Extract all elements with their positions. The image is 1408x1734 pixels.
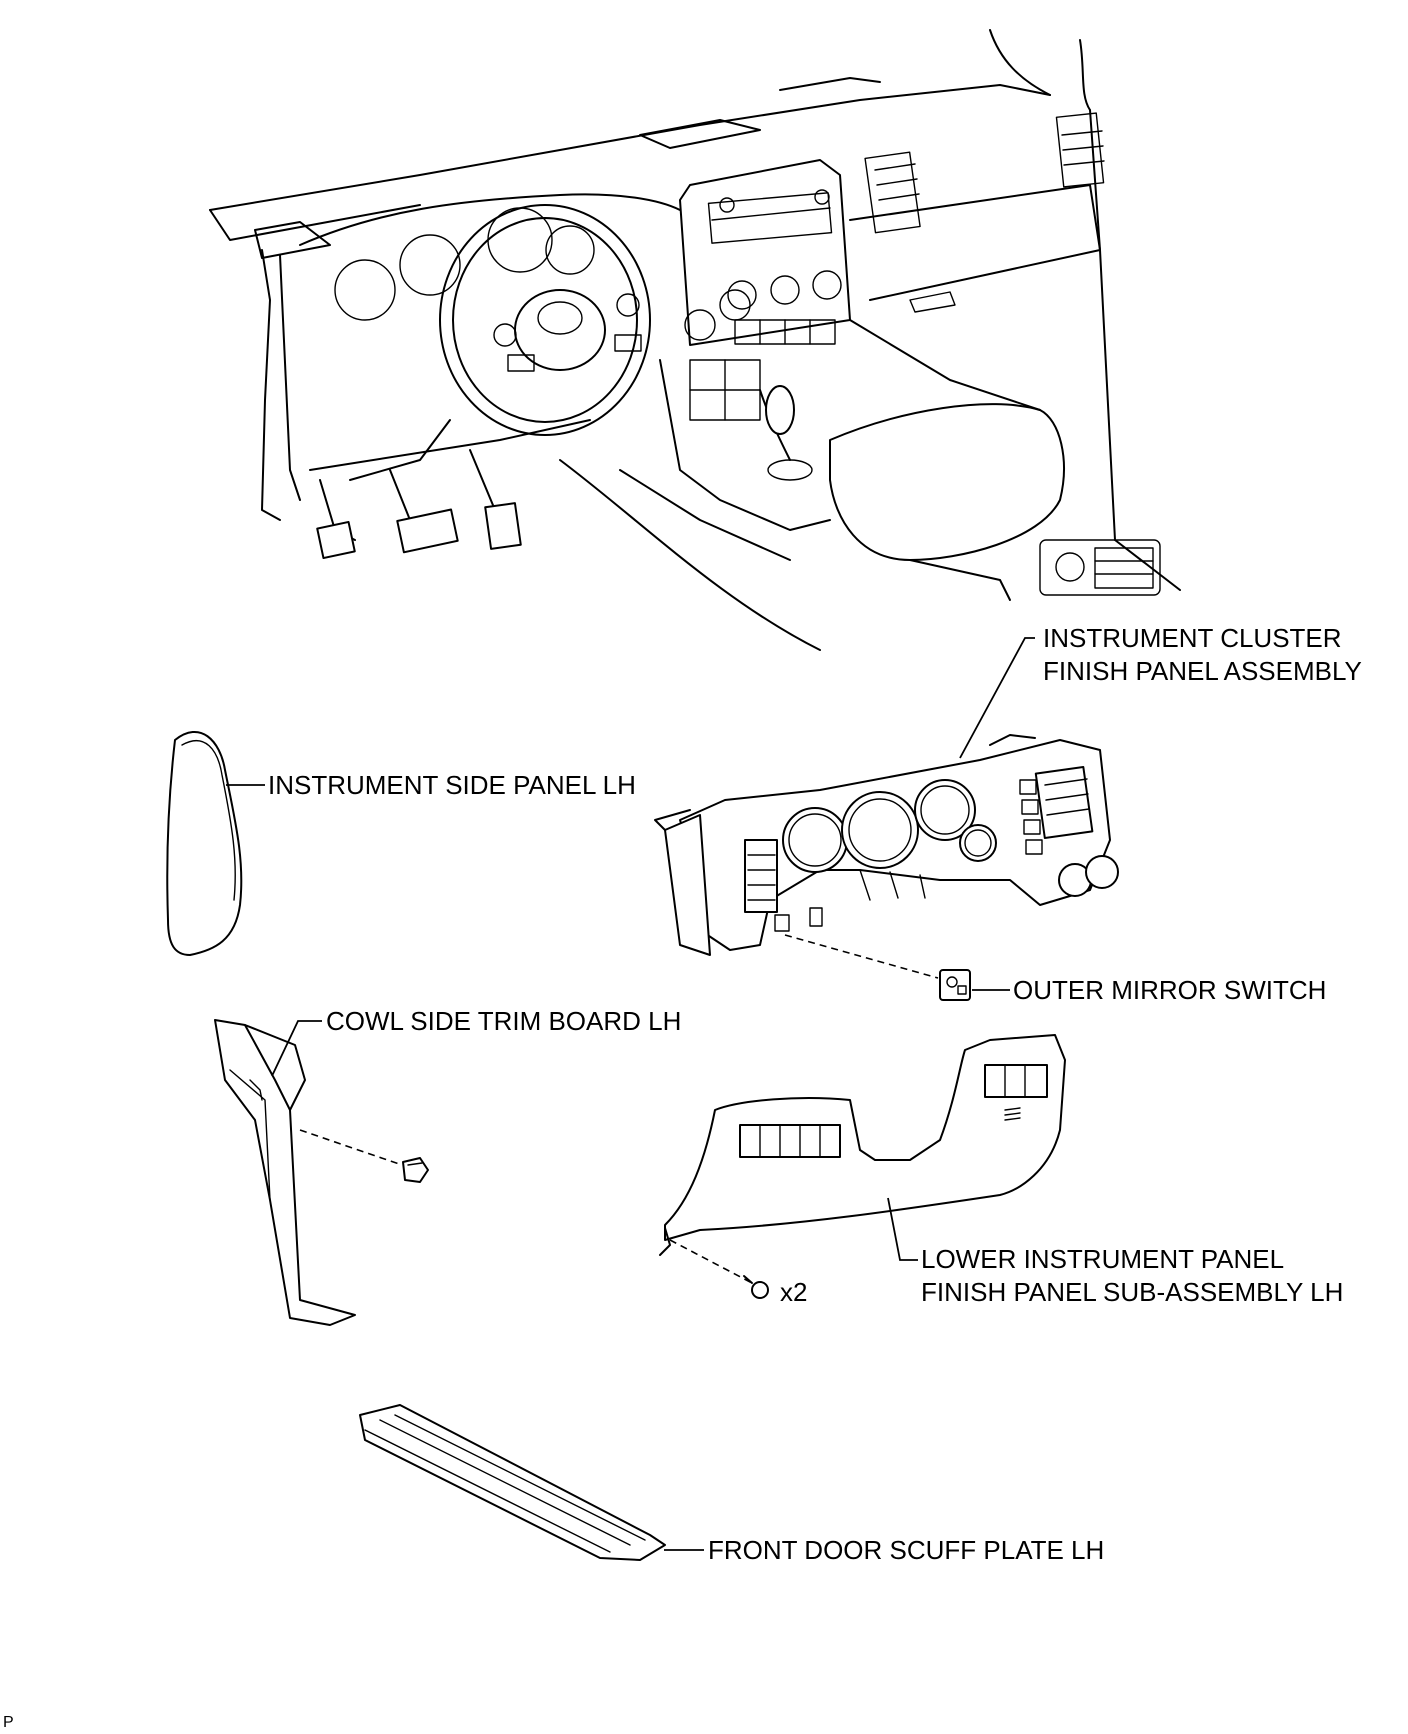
instrument-cluster-finish-panel-illustration [654,734,1119,956]
cowl-trim-leader-line [271,1020,322,1077]
lower-panel-leader-line [887,1197,918,1261]
label-front-door-scuff-plate: FRONT DOOR SCUFF PLATE LH [708,1535,1104,1565]
cluster-leader-line [959,637,1035,759]
dashboard-overview-illustration [209,29,1181,651]
outer-mirror-switch-illustration [939,969,971,1001]
clip-illustration [402,1157,429,1183]
front-door-scuff-plate-illustration [359,1404,666,1561]
label-cowl-side-trim-board: COWL SIDE TRIM BOARD LH [326,1006,681,1036]
lower-instrument-panel-finish-panel-illustration [659,1034,1066,1256]
clip-connector [299,1129,403,1166]
label-lower-instrument-panel-line2: FINISH PANEL SUB-ASSEMBLY LH [921,1277,1343,1307]
label-instrument-cluster-line1: INSTRUMENT CLUSTER [1043,623,1342,653]
label-lower-instrument-panel-line1: LOWER INSTRUMENT PANEL [921,1244,1284,1274]
label-instrument-side-panel: INSTRUMENT SIDE PANEL LH [268,770,636,800]
cowl-side-trim-board-illustration [214,1019,356,1326]
label-screw-quantity: x2 [780,1277,807,1307]
instrument-side-panel-illustration [166,730,243,956]
mirror-switch-connector [784,934,939,979]
label-outer-mirror-switch: OUTER MIRROR SWITCH [1013,975,1326,1005]
label-instrument-cluster-line2: FINISH PANEL ASSEMBLY [1043,656,1362,686]
screw-connector [669,1239,753,1284]
corner-mark: P [3,1714,14,1731]
screw-illustration [743,1275,769,1299]
